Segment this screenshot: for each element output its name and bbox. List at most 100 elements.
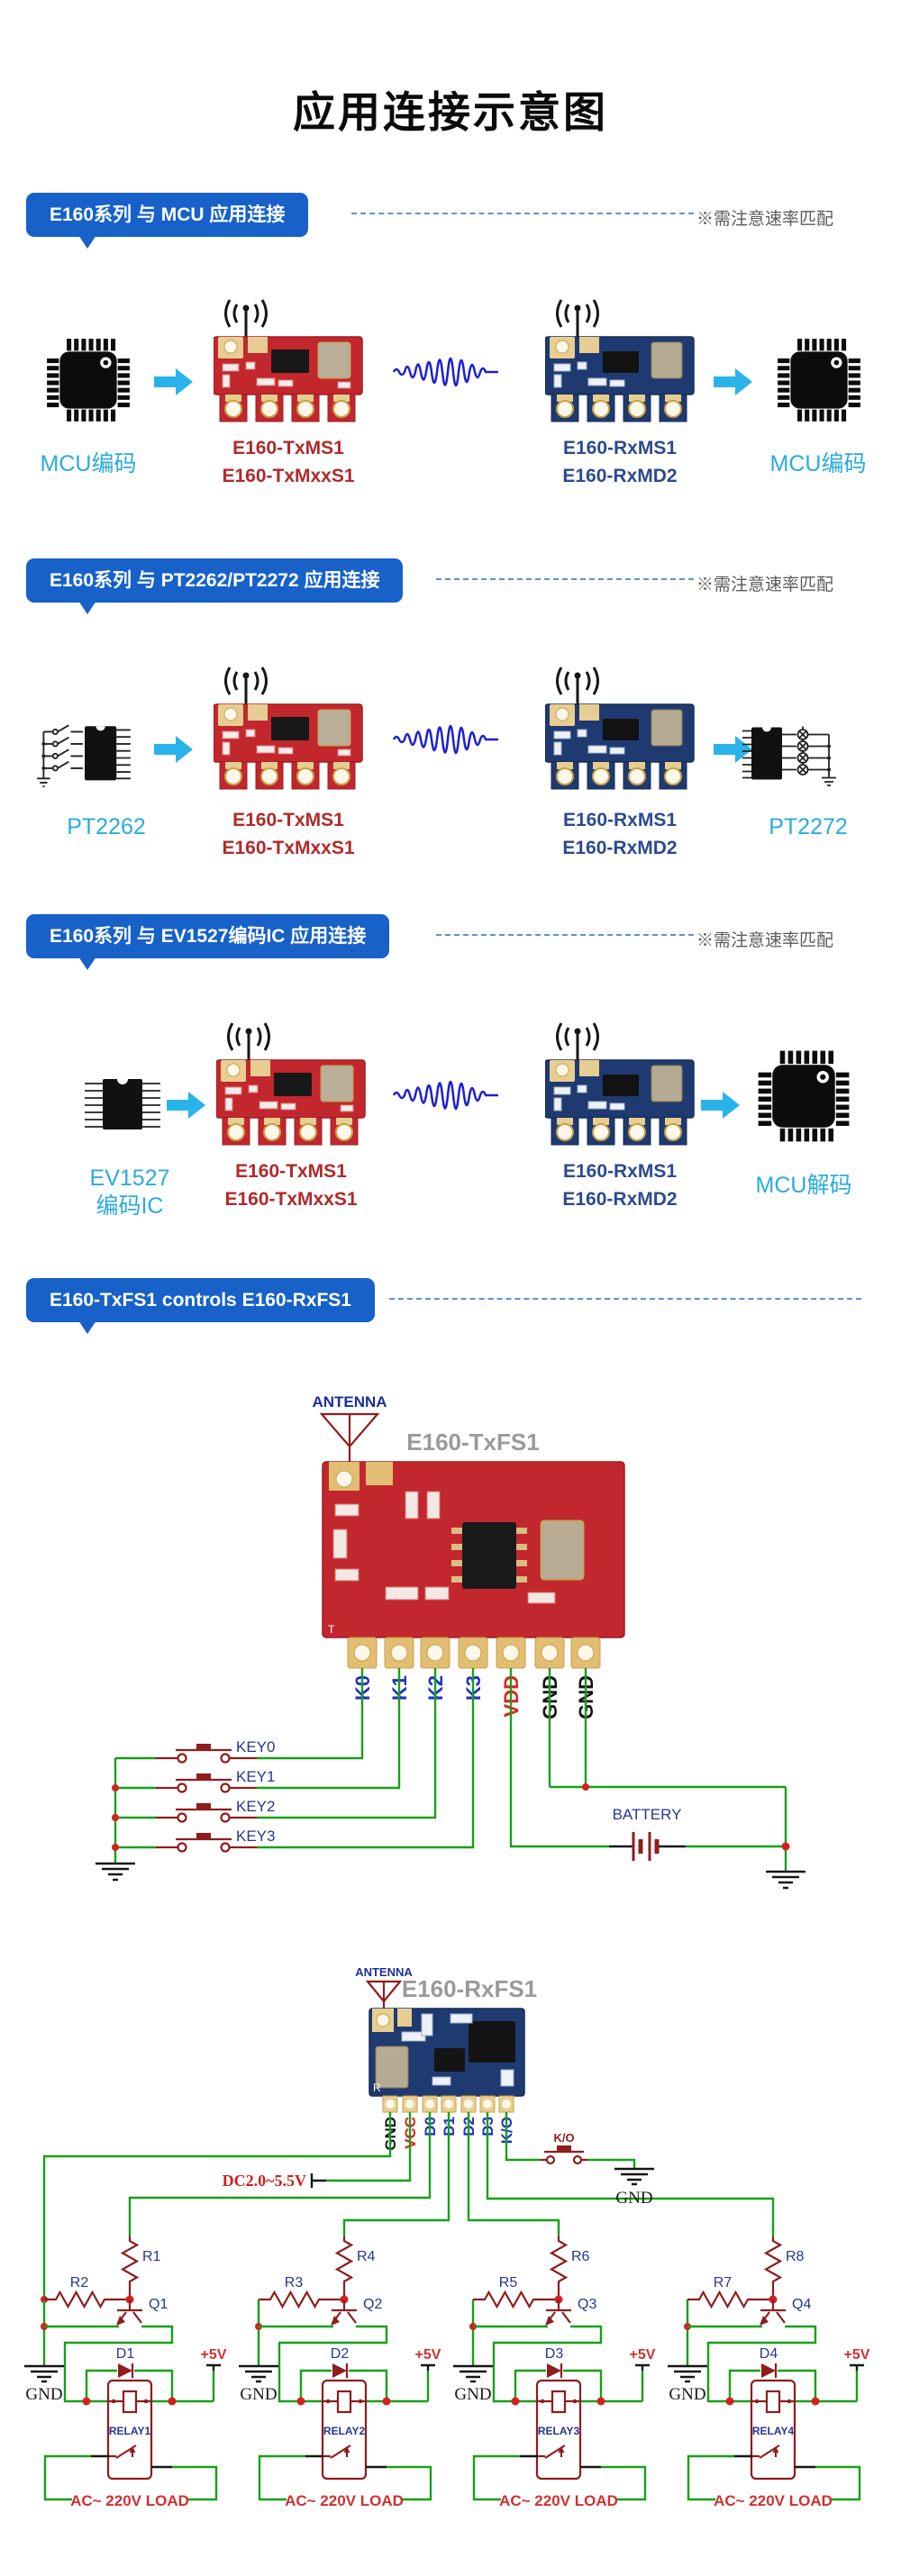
- arrow-right-icon: [167, 1092, 205, 1119]
- tx-module-name-2: E160-TxMxxS1: [222, 838, 355, 858]
- page-title: 应用连接示意图: [293, 88, 608, 136]
- txfs1-circuit-schematic: ANTENNA E160-TxFS1 T: [96, 1393, 805, 1890]
- left-device-label-line1: EV1527: [89, 1166, 170, 1191]
- relay-label: RELAY3: [538, 2425, 580, 2437]
- rx-module-title: E160-RxFS1: [402, 1975, 537, 2002]
- ko-button-label: K/O: [553, 2131, 574, 2145]
- rxfs1-circuit-schematic: ANTENNA E160-RxFS1 R: [23, 1965, 870, 2509]
- antenna-label: ANTENNA: [312, 1393, 387, 1410]
- bottom-pins: [382, 2095, 514, 2113]
- key-label: KEY2: [236, 1798, 275, 1815]
- resistor-label: R2: [70, 2275, 89, 2290]
- section-banner-txfs1: E160-TxFS1 controls E160-RxFS1: [26, 1278, 375, 1335]
- rx-main-wiring: DC2.0~5.5V K/O GND: [41, 2112, 775, 2303]
- banner-tail: [78, 1320, 96, 1335]
- resistor-label: R7: [714, 2275, 733, 2290]
- relay-channel-2: [237, 2235, 437, 2501]
- relay-channel-3: [451, 2235, 651, 2501]
- banner-tail: [78, 235, 96, 249]
- soic-chip: [462, 1522, 516, 1589]
- plus5v-label: +5V: [630, 2347, 656, 2363]
- diode-label: D1: [116, 2346, 135, 2362]
- battery-label: BATTERY: [613, 1806, 682, 1823]
- diode-label: D2: [331, 2346, 350, 2362]
- board-mark: T: [328, 1623, 335, 1636]
- transistor-label: Q4: [792, 2297, 811, 2312]
- gnd-label: GND: [669, 2385, 705, 2404]
- resistor-label: R3: [285, 2275, 304, 2290]
- load-label: AC~ 220V LOAD: [285, 2492, 404, 2509]
- transistor-label: Q1: [149, 2297, 168, 2312]
- relay-channel-2-labels: R4 R3 Q2 D2 RELAY2 +5V GND AC~ 220V LOAD: [240, 2249, 441, 2509]
- rf-wave-icon: [392, 724, 500, 755]
- rx-module-name-1: E160-RxMS1: [562, 810, 678, 830]
- relay-channel-1: [23, 2235, 223, 2501]
- right-device-label: PT2272: [769, 814, 848, 839]
- tx-module-photo: [214, 299, 367, 425]
- rx-module-label: E160-RxMS1 E160-RxMD2: [548, 806, 692, 862]
- speed-match-note: ※需注意速率匹配: [696, 576, 834, 594]
- section-banner-pt2262: E160系列 与 PT2262/PT2272 应用连接: [26, 558, 404, 615]
- antenna-symbol: [319, 1412, 380, 1462]
- dc-supply-label: DC2.0~5.5V: [223, 2172, 306, 2190]
- txfs1-board: T: [322, 1461, 625, 1669]
- pt2262-encoder-icon: [36, 724, 132, 788]
- resistor-label: R4: [357, 2249, 376, 2264]
- plus5v-label: +5V: [415, 2347, 441, 2363]
- ko-gnd-label: GND: [615, 2189, 652, 2208]
- left-device-label: EV1527 编码IC: [58, 1165, 202, 1220]
- smd-components: [401, 2013, 514, 2087]
- gnd-label: GND: [454, 2385, 491, 2404]
- gnd-label: GND: [25, 2385, 62, 2404]
- resistor-label: R1: [142, 2249, 161, 2264]
- rx-module-photo: [545, 667, 698, 793]
- ground-symbol: [766, 1870, 805, 1890]
- tx-module-label: E160-TxMS1 E160-TxMxxS1: [216, 434, 360, 490]
- rx-module-photo: [545, 1022, 698, 1148]
- arrow-right-icon: [701, 1092, 740, 1119]
- load-label: AC~ 220V LOAD: [70, 2492, 189, 2509]
- load-label: AC~ 220V LOAD: [499, 2492, 618, 2509]
- mcu-chip-icon: [42, 334, 134, 426]
- crystal: [375, 2045, 409, 2089]
- rx-module-label: E160-RxMS1 E160-RxMD2: [548, 434, 692, 490]
- section-row-ev1527: EV1527 编码IC E160-TxMS1 E160-TxMxxS1 E160…: [0, 1020, 901, 1219]
- gnd-label: GND: [240, 2385, 277, 2404]
- mcu-chip-icon: [773, 334, 865, 426]
- relay-label: RELAY4: [752, 2425, 795, 2437]
- rx-module-name-2: E160-RxMD2: [562, 466, 678, 486]
- rx-module-name-1: E160-RxMS1: [562, 438, 678, 458]
- dashed-connector: [436, 934, 694, 936]
- rx-module-name-2: E160-RxMD2: [562, 1189, 678, 1210]
- tx-module-photo: [216, 1022, 369, 1148]
- ground-symbol: [96, 1862, 135, 1882]
- rf-wave-icon: [392, 1080, 500, 1111]
- tx-module-name-1: E160-TxMS1: [232, 438, 344, 458]
- rx-module-photo: [545, 299, 698, 425]
- tx-module-photo: [214, 667, 367, 793]
- antenna-label: ANTENNA: [355, 1965, 413, 1979]
- section-row-mcu: MCU编码 E160-TxMS1 E160-TxMxxS1 E160-RxMS1…: [0, 297, 901, 491]
- arrow-right-icon: [714, 368, 752, 395]
- key-label: KEY3: [236, 1828, 275, 1845]
- smd-components: [332, 1491, 556, 1604]
- key-wiring: KEY0 KEY1 KEY2 KEY3: [96, 1668, 475, 1882]
- right-device-label: MCU解码: [755, 1173, 852, 1198]
- section-banner-ev1527: E160系列 与 EV1527编码IC 应用连接: [26, 914, 390, 971]
- rxfs1-board: R: [369, 2008, 525, 2113]
- tx-module-title: E160-TxFS1: [406, 1429, 539, 1456]
- board-mark: R: [373, 2082, 381, 2094]
- right-device-label: MCU编码: [769, 451, 867, 476]
- resistor-label: R8: [786, 2249, 805, 2264]
- relay-channel-3-labels: R6 R5 Q3 D3 RELAY3 +5V GND AC~ 220V LOAD: [454, 2249, 655, 2509]
- key-label: KEY1: [236, 1768, 275, 1785]
- bottom-pins: [347, 1637, 601, 1669]
- tx-module-name-1: E160-TxMS1: [235, 1161, 347, 1182]
- tx-module-name-2: E160-TxMxxS1: [224, 1189, 358, 1210]
- power-wiring: BATTERY: [509, 1668, 805, 1890]
- transistor-label: Q3: [578, 2297, 596, 2312]
- left-device-label: PT2262: [67, 814, 146, 839]
- dashed-connector: [436, 578, 694, 580]
- rx-module-name-2: E160-RxMD2: [562, 838, 678, 858]
